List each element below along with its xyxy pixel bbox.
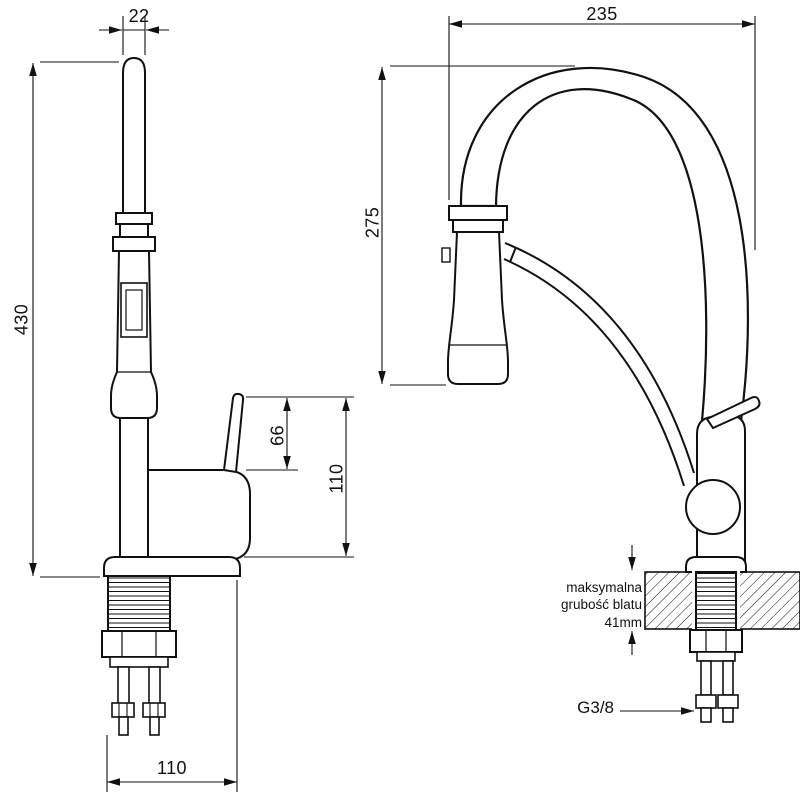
dim-spout-reach: 235 [586,4,618,24]
counter-thickness-note: maksymalna grubość blatu 41mm [536,579,642,631]
dim-base-footprint: 110 [157,758,187,778]
dim-body-section: 110 [326,463,347,494]
dim-handle-section: 66 [267,425,288,446]
counter-thickness-note-line1: maksymalna [566,580,642,595]
dim-spout-tube-width: 22 [128,6,150,26]
dimension-lines [29,16,756,792]
faucet-side-view-drawing [101,56,251,736]
faucet-front-view-drawing [441,66,800,723]
connector-thread-label: G3/8 [577,698,614,717]
counter-thickness-note-line2: grubość blatu 41mm [560,597,642,630]
dim-spout-height: 275 [362,206,383,239]
dim-total-height: 430 [11,303,32,336]
